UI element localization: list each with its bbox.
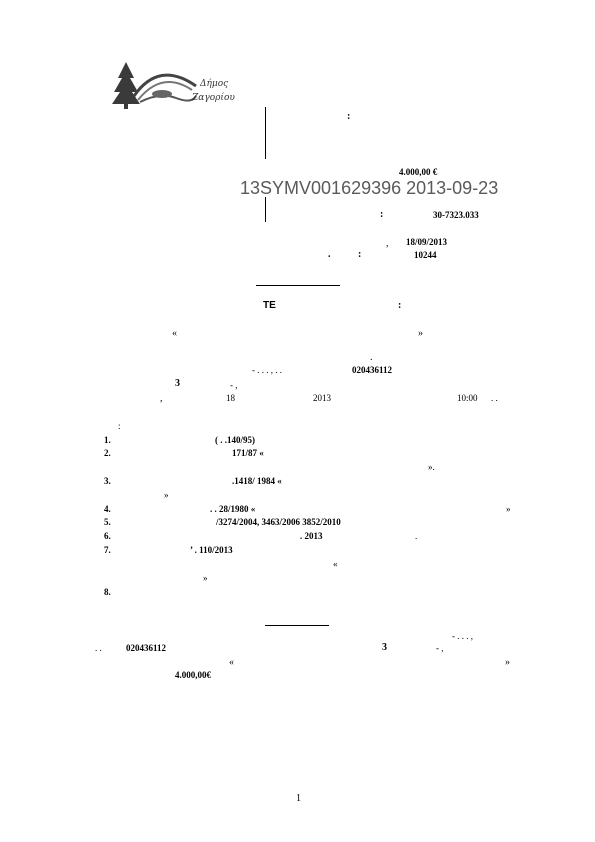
period: .	[370, 352, 373, 363]
closing-number-3: 3	[382, 642, 387, 653]
colon-label: :	[347, 111, 351, 122]
protocol-number: 10244	[414, 250, 437, 260]
colon-label: :	[380, 209, 384, 220]
quote-close: »	[505, 657, 510, 668]
colon-label: :	[358, 249, 362, 260]
tree-icon	[112, 62, 140, 109]
list-item-number: 2.	[104, 448, 111, 458]
document-date: 18/09/2013	[406, 237, 448, 247]
logo-text-line1: Δήμος	[199, 78, 229, 89]
quote-close: »	[418, 328, 423, 339]
logo-text-line2: Ζαγορίου	[191, 92, 235, 103]
comma-separator: ,	[160, 393, 163, 404]
decision-code-stamp: 13SYMV001629396 2013-09-23	[240, 178, 499, 198]
meeting-year: 2013	[313, 393, 331, 403]
list-item-number: 4.	[104, 504, 111, 514]
closing-afm: 020436112	[126, 643, 167, 653]
meeting-day: 18	[226, 393, 235, 403]
protocol-prefix: .	[328, 249, 331, 260]
list-item-number: 8.	[104, 587, 111, 597]
divider-line	[265, 107, 266, 159]
list-item-text: .1418/ 1984 «	[232, 476, 282, 486]
list-item-number: 1.	[104, 435, 111, 445]
list-item-text: »	[203, 573, 208, 583]
list-item-text: /3274/2004, 3463/2006 3852/2010	[216, 517, 341, 527]
title-te: ΤΕ	[263, 300, 276, 311]
list-item-text: . 2013	[300, 531, 323, 541]
comma-separator: ,	[386, 238, 389, 249]
number-3: 3	[175, 378, 180, 389]
list-item-text: 171/87 «	[232, 448, 264, 458]
list-item-text: .	[415, 531, 418, 541]
amount-value: 4.000,00 €	[399, 167, 438, 177]
list-item-number: 6.	[104, 531, 111, 541]
list-item-number: 5.	[104, 517, 111, 527]
meeting-time-rest: . .	[491, 393, 498, 403]
municipality-logo: Δήμος Ζαγορίου	[112, 62, 235, 109]
list-intro-colon: :	[118, 421, 121, 431]
page-number: 1	[296, 793, 301, 804]
title-underline	[256, 285, 340, 286]
title-colon: :	[398, 300, 402, 311]
kae-value: 30-7323.033	[433, 210, 479, 220]
list-item-text: «	[333, 559, 338, 569]
closing-line1: - . . . ,	[452, 631, 473, 641]
list-item-number: 3.	[104, 476, 111, 486]
closing-prefix: . .	[95, 643, 102, 653]
quote-open: «	[172, 328, 177, 339]
list-item-text: ( . .140/95)	[215, 435, 255, 445]
list-item-text: . . 28/1980 «	[210, 504, 256, 514]
intro-line-3-rest: - ,	[230, 380, 238, 390]
meeting-time: 10:00	[457, 393, 478, 403]
list-item-text: »	[164, 490, 169, 500]
closing-amount: 4.000,00€	[175, 670, 211, 680]
closing-line2-rest: - ,	[436, 643, 444, 653]
afm-number: 020436112	[352, 365, 393, 375]
list-item-text: »	[506, 504, 511, 514]
list-item-text: ’ . 110/2013	[190, 545, 233, 555]
divider-line	[265, 197, 266, 222]
list-item-number: 7.	[104, 545, 111, 555]
section-underline	[265, 625, 329, 626]
quote-open: «	[229, 657, 234, 668]
contractor-line: - . . . , . .	[252, 365, 282, 375]
list-item-text: ».	[428, 462, 435, 472]
